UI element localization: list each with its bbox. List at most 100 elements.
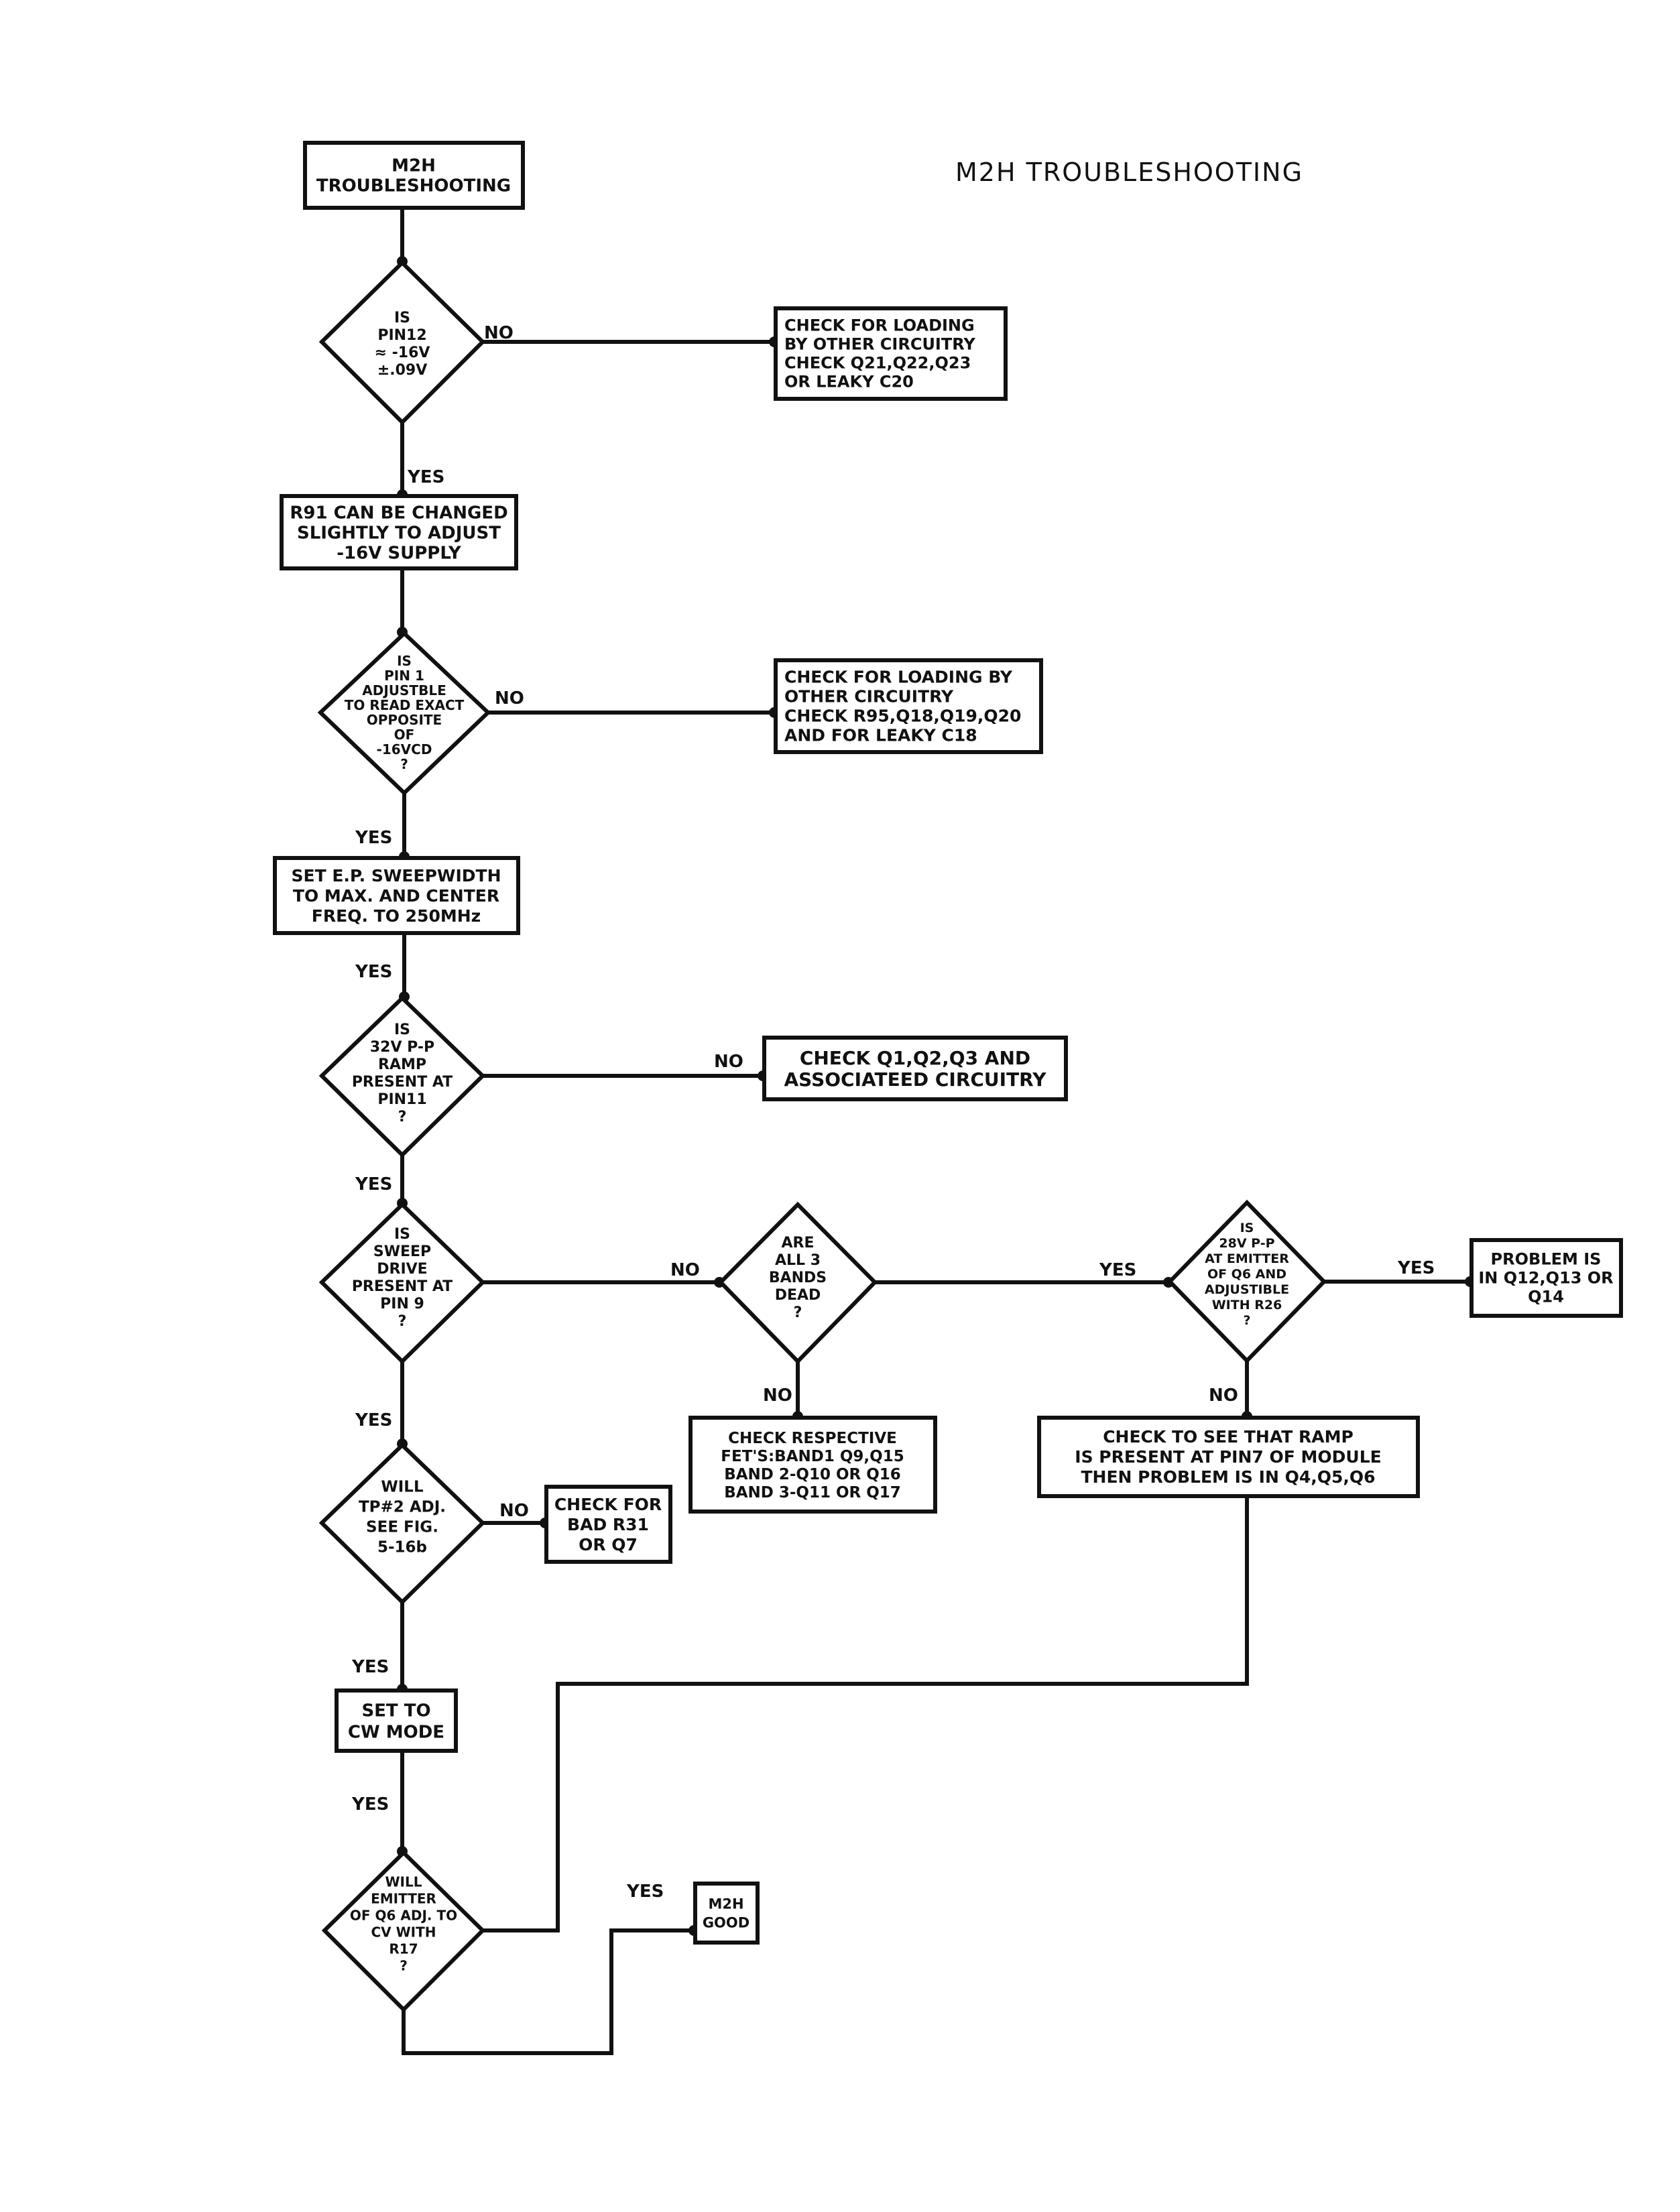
decision-pin1-adjustable — [317, 630, 491, 796]
node-text-line: IN Q12,Q13 OR — [1478, 1269, 1613, 1288]
node-text-line: CW MODE — [348, 1722, 444, 1742]
node-text-line: ≈ -16V — [375, 345, 430, 361]
node-text-line: CHECK FOR LOADING BY — [784, 668, 1013, 687]
node-text-line: IS — [394, 1226, 410, 1243]
connectors — [400, 208, 1472, 2055]
node-text-line: IS — [397, 653, 412, 669]
edge-label-setep-yes: YES — [355, 962, 392, 982]
node-text-line: PROBLEM IS — [1491, 1250, 1602, 1269]
node-text-line: CHECK Q1,Q2,Q3 AND — [800, 1047, 1030, 1069]
node-text-line: OF Q6 ADJ. TO — [350, 1908, 457, 1924]
node-text-line: 32V P-P — [370, 1039, 434, 1056]
edge-label-d4-yes: YES — [355, 1410, 392, 1430]
node-text-line: PIN 9 — [380, 1296, 424, 1312]
edge-label-d6-yes: YES — [1397, 1258, 1435, 1278]
node-text-line: SEE FIG. — [366, 1518, 438, 1536]
node-text-line: CHECK FOR LOADING — [784, 316, 975, 335]
node-text-line: TROUBLESHOOTING — [316, 176, 511, 196]
box-problem-q12-q14 — [1469, 1238, 1623, 1318]
node-text-line: OR LEAKY C20 — [784, 373, 914, 391]
box-check-q1-q2-q3 — [762, 1036, 1068, 1101]
node-text-line: AT EMITTER — [1205, 1251, 1289, 1266]
edge-label-d6-no: NO — [1209, 1386, 1238, 1406]
page-title: M2H TROUBLESHOOTING — [955, 158, 1303, 187]
box-r91-adjust — [280, 494, 518, 570]
node-text-line: RAMP — [378, 1056, 426, 1073]
box-check-loading-q21 — [774, 306, 1008, 401]
edge-label-d1-yes: YES — [407, 467, 444, 487]
node-text-line: ADJUSTBLE — [362, 682, 446, 698]
node-text-line: PRESENT AT — [352, 1278, 453, 1295]
edge-labels: NO YES NO YES YES NO YES NO YES NO YES N… — [351, 323, 1435, 1902]
node-text-line: ? — [1243, 1313, 1250, 1328]
node-text-line: IS — [394, 1022, 410, 1038]
decision-emitter-q6-cv — [321, 1849, 486, 2013]
node-text-line: OR Q7 — [579, 1535, 638, 1554]
node-text-line: TO MAX. AND CENTER — [293, 886, 499, 906]
node-text-line: ALL 3 — [775, 1252, 821, 1269]
start-box — [303, 141, 525, 210]
node-text-line: CV WITH — [371, 1924, 436, 1941]
edge-d8-yes — [402, 1928, 695, 2055]
node-text-line: IS — [1240, 1221, 1254, 1235]
edge-label-d2-yes: YES — [355, 828, 392, 848]
edge-label-d3-yes: YES — [355, 1174, 392, 1194]
edge-label-d2-no: NO — [495, 688, 524, 709]
box-m2h-good — [693, 1882, 760, 1945]
node-text-line: THEN PROBLEM IS IN Q4,Q5,Q6 — [1081, 1467, 1375, 1487]
node-text-line: TP#2 ADJ. — [359, 1498, 446, 1516]
node-text-line: SET E.P. SWEEPWIDTH — [291, 866, 501, 885]
node-text-line: ? — [398, 1313, 407, 1330]
node-text-line: R91 CAN BE CHANGED — [290, 503, 507, 523]
box-check-r31-q7 — [544, 1485, 672, 1564]
node-text-line: PIN11 — [377, 1091, 426, 1108]
box-set-sweepwidth — [273, 856, 520, 935]
node-text-line: EMITTER — [371, 1891, 436, 1907]
node-text-line: SET TO — [361, 1701, 430, 1721]
node-text-line: GOOD — [703, 1915, 749, 1931]
node-text-line: PIN12 — [377, 327, 426, 344]
node-text-line: OF — [394, 727, 415, 743]
edge-label-d7-yes: YES — [351, 1657, 389, 1677]
box-check-loading-r95 — [774, 658, 1043, 754]
edge-label-d1-no: NO — [484, 323, 514, 343]
box-check-fets — [688, 1416, 937, 1514]
node-text-line: CHECK FOR — [554, 1495, 662, 1514]
node-text-line: ARE — [782, 1235, 815, 1251]
edge-label-d4-no: NO — [670, 1260, 700, 1280]
decision-all-bands-dead — [717, 1201, 878, 1365]
box-set-cw-mode — [335, 1688, 458, 1753]
node-text-line: IS PRESENT AT PIN7 OF MODULE — [1075, 1447, 1381, 1467]
node-text-line: ? — [400, 756, 408, 772]
node-text-line: IS — [394, 310, 410, 326]
node-text-line: CHECK RESPECTIVE — [728, 1430, 897, 1447]
box-check-ramp-pin7 — [1037, 1416, 1420, 1498]
edge-label-d5-no: NO — [763, 1386, 792, 1406]
edge-label-cw-yes: YES — [351, 1794, 389, 1815]
node-text-line: SWEEP — [373, 1243, 431, 1260]
node-text-line: WITH R26 — [1212, 1298, 1282, 1312]
node-text-line: ADJUSTIBLE — [1205, 1282, 1289, 1297]
node-text-line: WILL — [381, 1478, 424, 1495]
node-text-line: ? — [794, 1304, 802, 1321]
node-text-line: BAND 2-Q10 OR Q16 — [724, 1466, 901, 1483]
node-text-line: CHECK Q21,Q22,Q23 — [784, 354, 971, 373]
node-text-line: ASSOCIATEED CIRCUITRY — [784, 1068, 1047, 1091]
node-text-line: SLIGHTLY TO ADJUST — [297, 523, 501, 543]
node-text-line: R17 — [389, 1941, 418, 1957]
edge-label-d8-yes: YES — [626, 1882, 664, 1902]
node-text-line: OTHER CIRCUITRY — [784, 687, 954, 706]
